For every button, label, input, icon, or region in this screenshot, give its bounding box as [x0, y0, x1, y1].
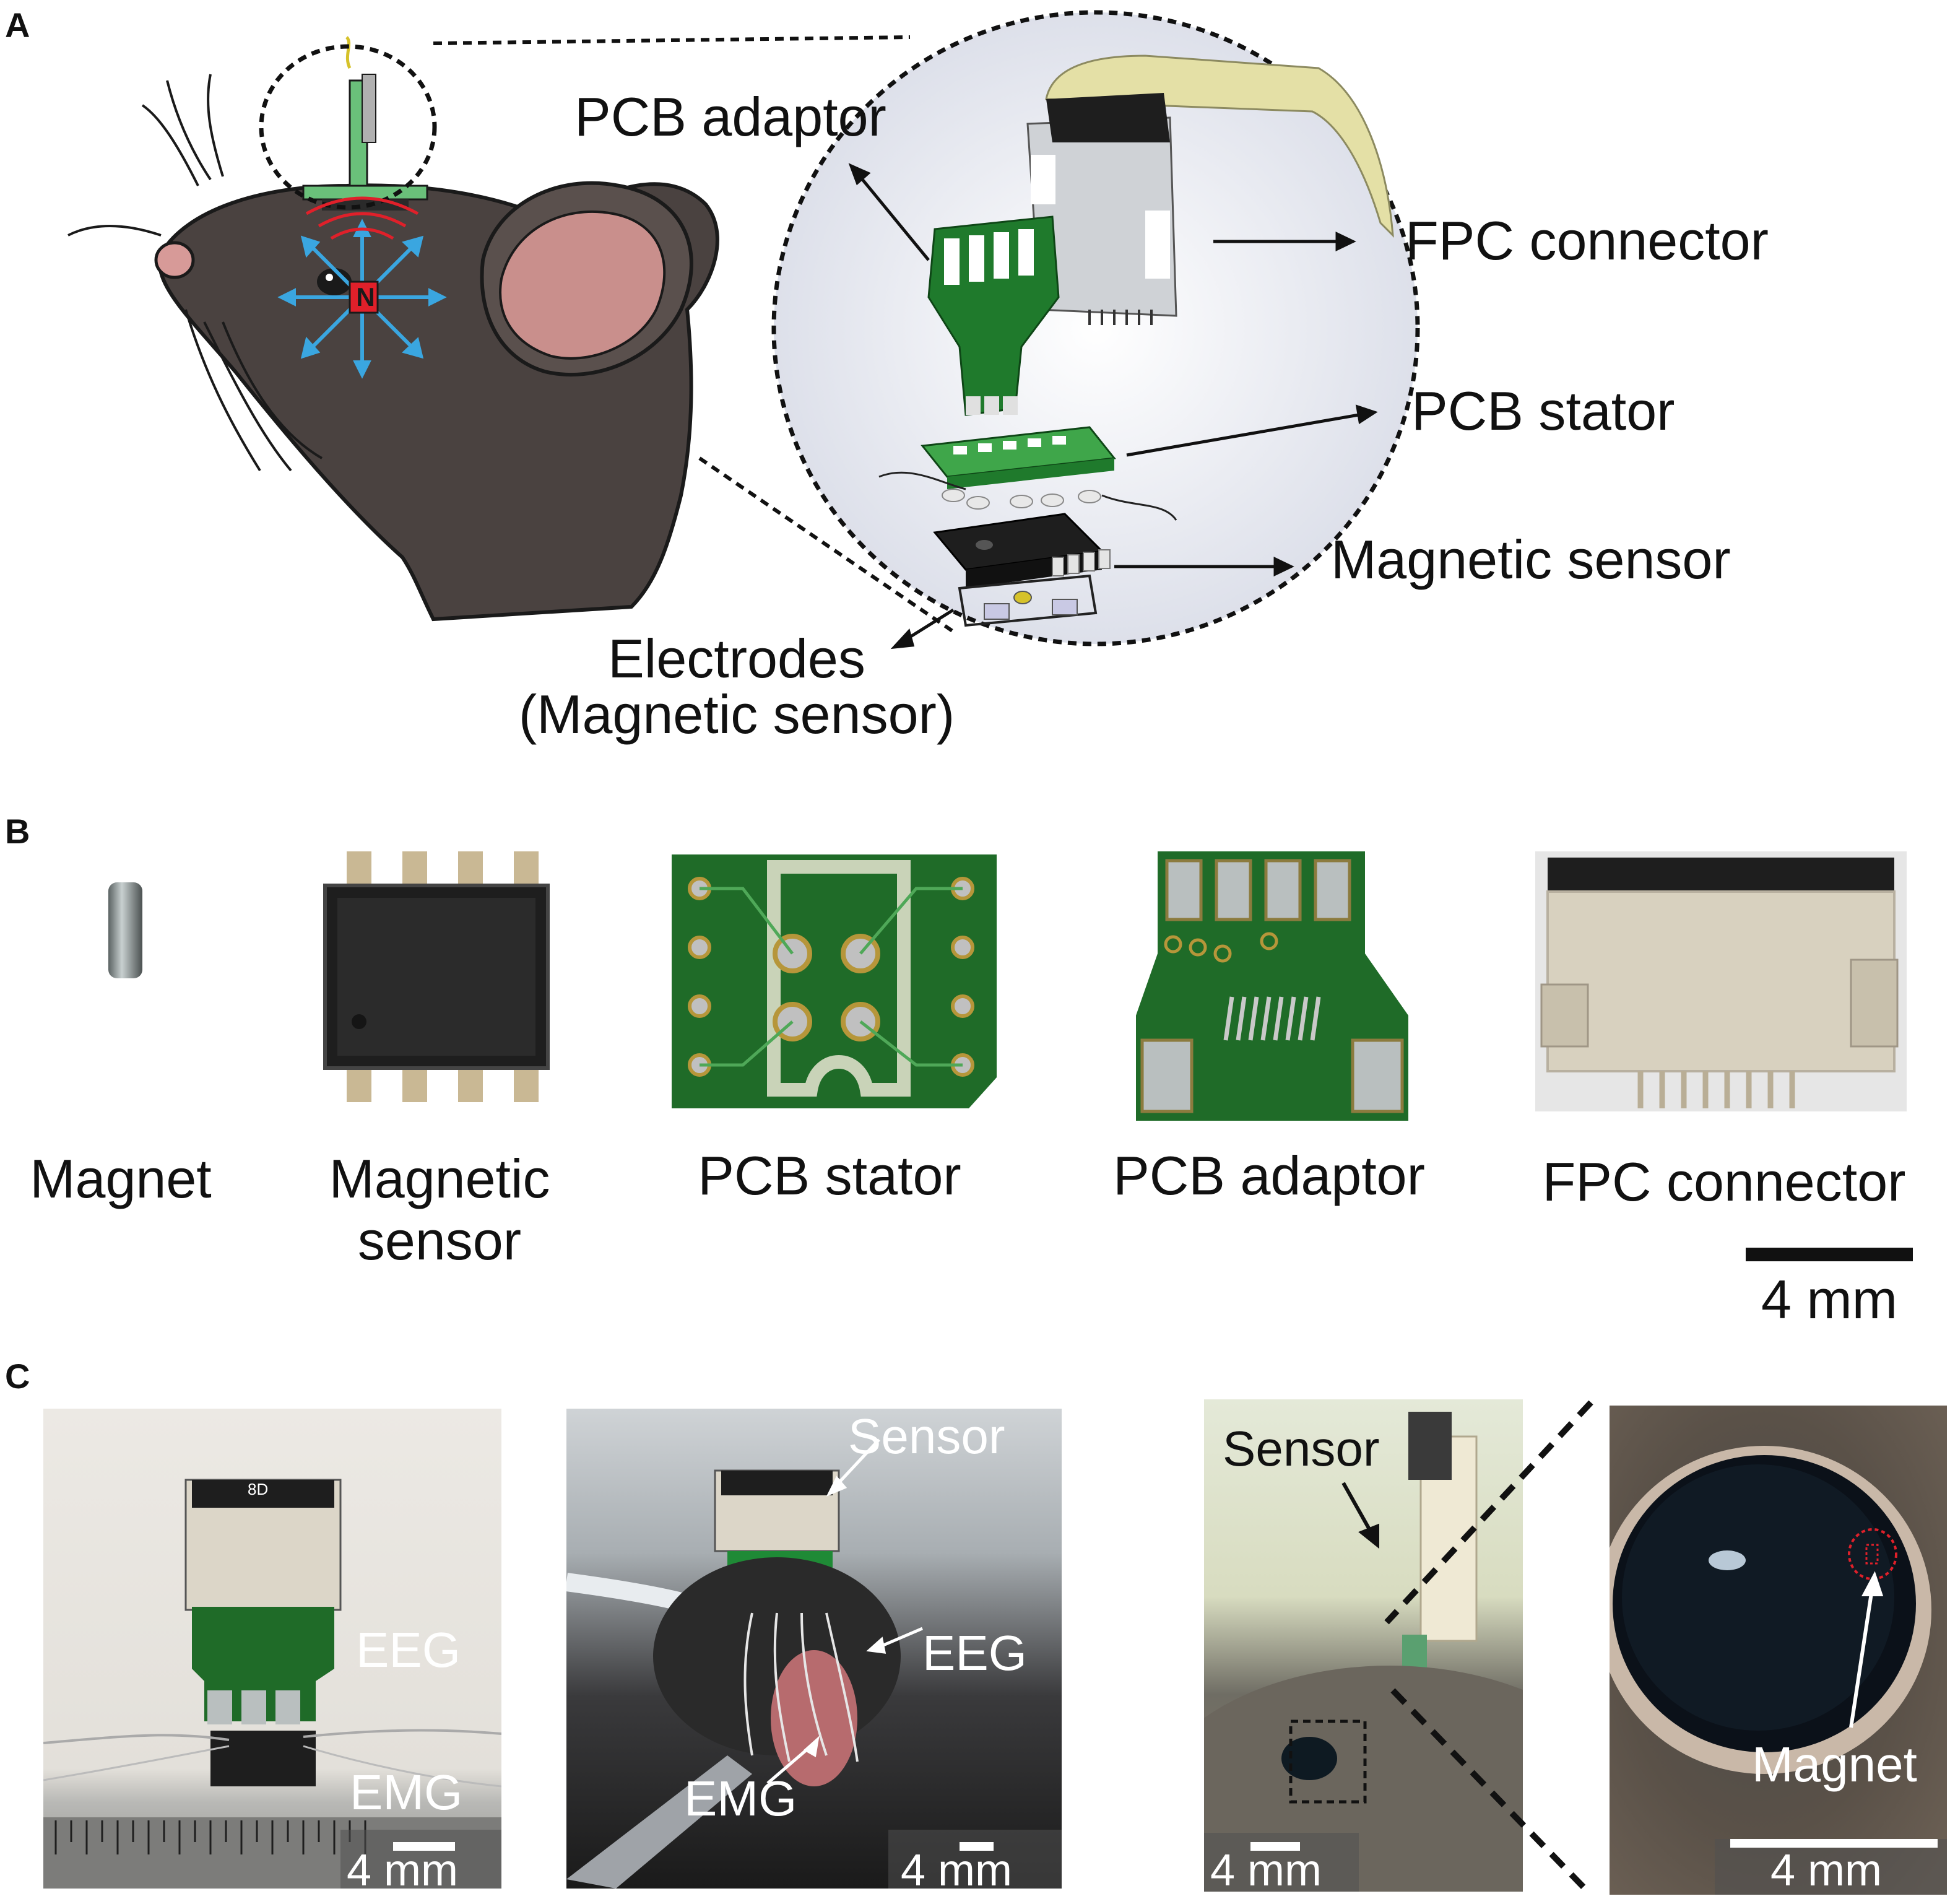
fpc-connector-photo	[1535, 851, 1907, 1111]
photo3-scale-bar	[1250, 1842, 1300, 1851]
photo4-magnet-label: Magnet	[1752, 1737, 1917, 1792]
head-device-small	[302, 36, 428, 211]
photo4-drawing	[1610, 1446, 1931, 1774]
photo2-scale-label: 4 mm	[901, 1846, 1012, 1889]
label-magnetic-sensor: Magnetic sensor	[1331, 529, 1731, 590]
photo-mouse-eye-wide: Sensor 4 mm	[1204, 1399, 1523, 1892]
label-pcb-stator: PCB stator	[1411, 380, 1675, 441]
photo4-scale-box	[1715, 1839, 1947, 1895]
photo1-eeg-label: EEG	[356, 1622, 461, 1677]
magnet-marker-letter: N	[356, 282, 375, 311]
photo1-scale-label: 4 mm	[347, 1846, 458, 1889]
exploded-view-circle	[771, 10, 1420, 646]
label-arrows	[848, 163, 1378, 650]
magnetic-sensor-3d	[933, 513, 1111, 588]
signal-arcs	[305, 196, 419, 240]
label-electrodes: Electrodes	[608, 628, 865, 689]
photo-eye-magnet-closeup: Magnet 4 mm	[1610, 1406, 1947, 1895]
magnet-photo	[108, 882, 142, 978]
label-fpc-connector: FPC connector	[1405, 210, 1769, 271]
pcb-stator-photo	[672, 854, 997, 1108]
label-sensor-line1: Magnetic	[329, 1148, 550, 1209]
label-pcb-adaptor: PCB adaptor	[574, 86, 886, 147]
fpc-connector-3d	[1026, 93, 1177, 325]
photo1-emg-label: EMG	[350, 1765, 463, 1820]
photo3-scale-label: 4 mm	[1210, 1846, 1322, 1892]
photo2-scale-box	[888, 1830, 1062, 1889]
zoom-line-c-bottom	[1390, 1688, 1590, 1894]
photo2-emg-label: EMG	[684, 1771, 797, 1826]
solder-pads-3d	[942, 489, 1101, 510]
pcb-stator-3d	[921, 426, 1116, 489]
photo-implanted-mouse: Sensor EEG EMG 4 mm	[566, 1409, 1062, 1889]
photo3-sensor-arrow	[1341, 1482, 1379, 1549]
magnet-marker	[349, 280, 379, 314]
photo1-scale-box	[340, 1830, 501, 1889]
scale-label-b: 4 mm	[1761, 1269, 1897, 1330]
photo1-scale-bar	[393, 1842, 455, 1851]
zoom-line-top	[433, 35, 911, 45]
pcb-adaptor-photo	[1136, 851, 1408, 1121]
photo3-sensor-label: Sensor	[1223, 1421, 1380, 1476]
zoom-line-c-top	[1384, 1400, 1593, 1625]
zoom-source-circle	[259, 44, 437, 210]
sensor-chip-photo	[323, 851, 550, 1102]
photo2-drawing	[566, 1469, 901, 1889]
photo2-eeg-label: EEG	[922, 1625, 1027, 1680]
photo1-ruler-marking: 8D	[248, 1480, 269, 1498]
photo4-scale-bar	[1730, 1839, 1938, 1848]
wire-left	[878, 471, 966, 490]
photo2-arrows	[766, 1438, 923, 1784]
mouse-head	[67, 74, 719, 622]
panel-b-letter: B	[5, 812, 30, 851]
panel-c-letter: C	[5, 1357, 30, 1396]
label-fpc: FPC connector	[1542, 1151, 1906, 1212]
wire-right	[1101, 494, 1177, 521]
panel-a-letter: A	[5, 6, 30, 45]
zoom-line-bottom	[698, 456, 955, 633]
pcb-adaptor-3d	[927, 215, 1060, 416]
electrodes-3d	[958, 574, 1098, 627]
photo2-sensor-label: Sensor	[848, 1409, 1005, 1464]
label-electrodes-sub: (Magnetic sensor)	[518, 684, 955, 745]
label-sensor-line2: sensor	[357, 1210, 522, 1271]
photo-device-on-ruler: 8D EEG EMG 4 mm	[43, 1409, 501, 1889]
scale-bar-b	[1746, 1248, 1913, 1261]
label-magnet: Magnet	[30, 1148, 212, 1209]
label-stator: PCB stator	[698, 1145, 961, 1206]
photo4-scale-label: 4 mm	[1770, 1846, 1882, 1895]
label-adaptor: PCB adaptor	[1113, 1145, 1425, 1206]
photo2-scale-bar	[960, 1842, 994, 1851]
